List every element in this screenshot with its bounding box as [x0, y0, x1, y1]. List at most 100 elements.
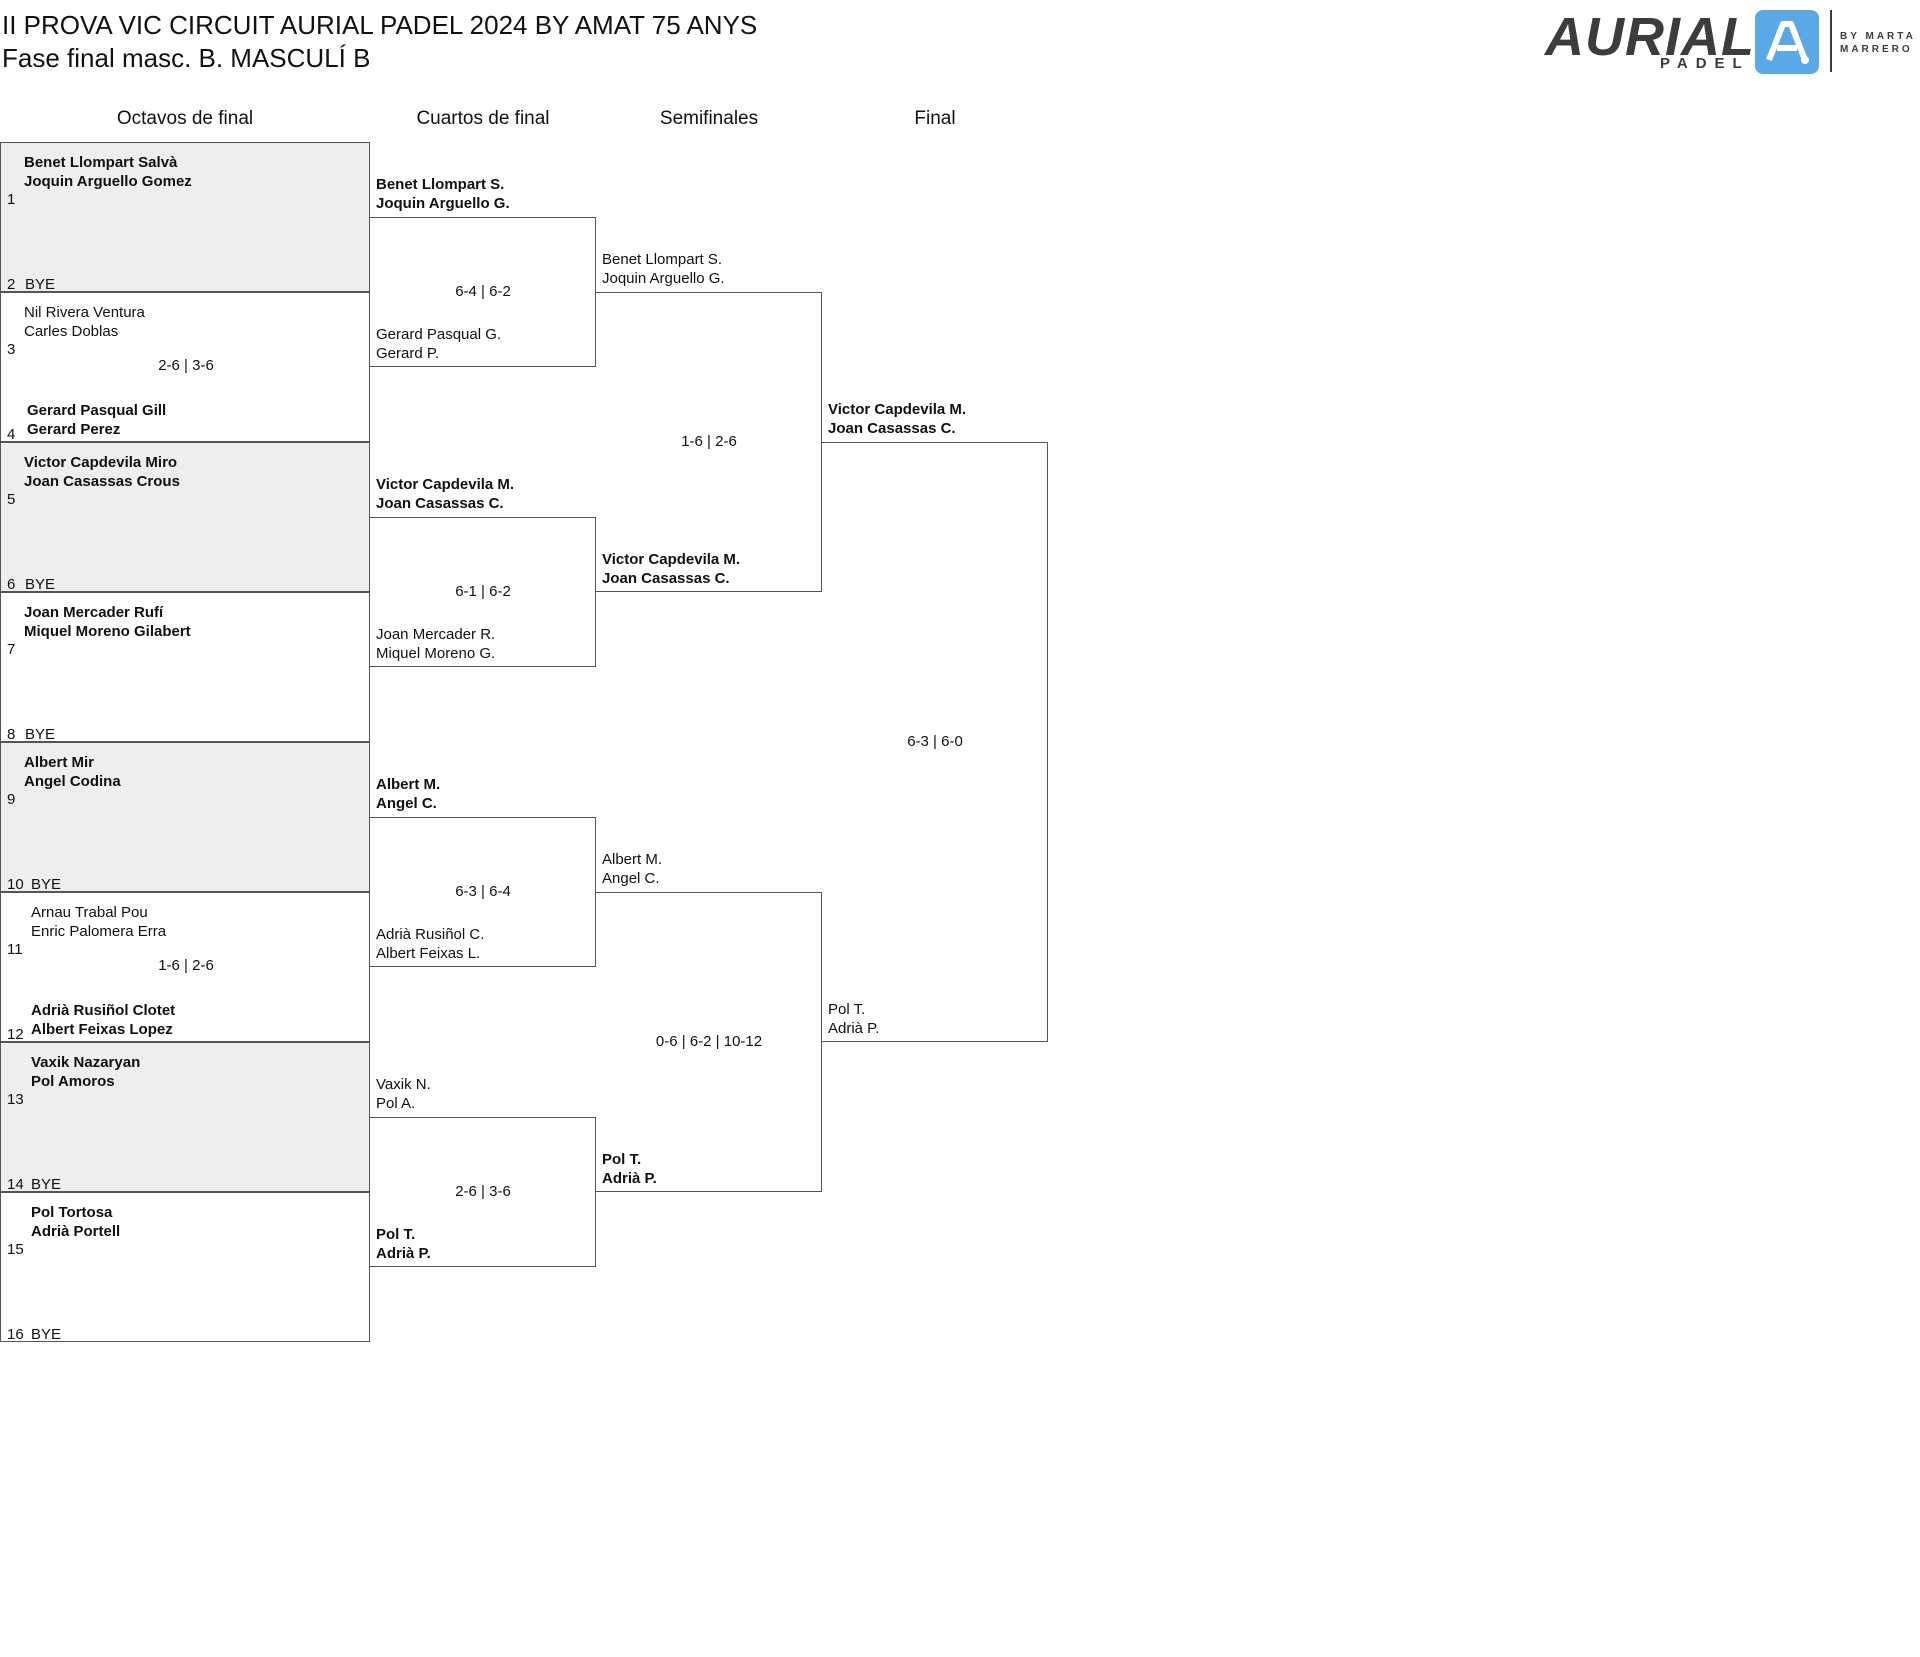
- team-a-player: Enric Palomera Erra: [31, 923, 167, 940]
- team-b: Gerard Pasqual G. Gerard P.: [376, 325, 501, 363]
- team-a-player: Pol Tortosa: [31, 1204, 113, 1221]
- team-a-player: Angel C.: [602, 870, 660, 887]
- team-b-player: Albert Feixas Lopez: [31, 1021, 173, 1038]
- bye-label: BYE: [31, 1326, 62, 1343]
- team-a-player: Benet Llompart Salvà: [24, 154, 178, 171]
- match-score: 0-6 | 6-2 | 10-12: [655, 1033, 763, 1050]
- team-b-player: Joan Casassas C.: [602, 570, 730, 587]
- match-score: 2-6 | 3-6: [158, 357, 214, 374]
- team-b-player: Adrià P.: [376, 1245, 431, 1262]
- logo-mark-icon: [1755, 10, 1819, 74]
- team-a-player: Albert M.: [602, 851, 663, 868]
- team-b-player: Joan Mercader R.: [376, 626, 496, 643]
- team-a: Victor Capdevila M.Joan Casassas C.: [376, 475, 514, 513]
- team-b-player: Gerard Pasqual G.: [376, 326, 502, 343]
- team-b: Pol T. Adrià P.: [602, 1150, 657, 1188]
- team-b: Pol T. Adrià P.: [376, 1225, 431, 1263]
- team-a-player: Vaxik Nazaryan: [31, 1054, 141, 1071]
- team-a-player: Arnau Trabal Pou: [31, 904, 148, 921]
- seed-number: 12: [7, 1026, 24, 1043]
- cuartos-match-box: [370, 517, 596, 667]
- seed-number: 3: [7, 341, 16, 358]
- seed-number: 8: [7, 726, 16, 743]
- match-score: 1-6 | 2-6: [158, 957, 214, 974]
- team-a-player: Joan Casassas C.: [376, 495, 504, 512]
- team-a-player: Miquel Moreno Gilabert: [24, 623, 191, 640]
- team-a-player: Pol Amoros: [31, 1073, 115, 1090]
- final-match-box: [822, 442, 1048, 1042]
- logo-by-line: BY MARTA MARRERO: [1840, 31, 1916, 55]
- semis-match-box: [596, 892, 822, 1192]
- team-a: Vaxik N.Pol A.: [376, 1075, 431, 1113]
- seed-number: 14: [7, 1176, 24, 1193]
- seed-number: 6: [7, 576, 16, 593]
- team-a-player: Joan Casassas Crous: [24, 473, 180, 490]
- team-a-player: Victor Capdevila Miro: [24, 454, 178, 471]
- aurial-padel-logo: AURIAL PADEL BY MARTA MARRERO: [1540, 7, 1920, 78]
- team-a-player: Benet Llompart S.: [602, 251, 723, 268]
- team-b-player: Gerard P.: [376, 345, 440, 362]
- match-score: 6-3 | 6-0: [907, 733, 963, 750]
- team-a-player: Carles Doblas: [24, 323, 119, 340]
- seed-number: 15: [7, 1241, 24, 1258]
- seed-number: 11: [7, 941, 23, 958]
- team-a: Albert M.Angel C.: [376, 775, 440, 813]
- team-a: Benet Llompart S. Joquin Arguello G.: [376, 175, 510, 213]
- team-a-player: Angel Codina: [24, 773, 121, 790]
- round-header-final: Final: [914, 108, 956, 129]
- team-b-player: Albert Feixas L.: [376, 945, 481, 962]
- team-a: Victor Capdevila M.Joan Casassas C.: [828, 400, 966, 438]
- team-b-player: Gerard Pasqual Gill: [27, 402, 167, 419]
- logo-separator: [1830, 10, 1832, 72]
- seed-number: 10: [7, 876, 24, 893]
- seed-number: 16: [7, 1326, 24, 1343]
- bye-label: BYE: [25, 576, 56, 593]
- match-score: 2-6 | 3-6: [455, 1183, 511, 1200]
- team-a-player: Joan Casassas C.: [828, 420, 956, 437]
- round-header-cuartos: Cuartos de final: [416, 108, 550, 129]
- team-b-player: Gerard Perez: [27, 421, 121, 438]
- seed-number: 4: [7, 426, 16, 443]
- team-b-player: Adrià P.: [828, 1020, 880, 1037]
- match-score: 6-4 | 6-2: [455, 283, 511, 300]
- seed-number: 9: [7, 791, 16, 808]
- team-b-player: Pol T.: [376, 1226, 416, 1243]
- team-b: Joan Mercader R.Miquel Moreno G.: [376, 625, 495, 663]
- team-b-player: Pol T.: [602, 1151, 642, 1168]
- team-b-player: Victor Capdevila M.: [602, 551, 741, 568]
- seed-number: 7: [7, 641, 16, 658]
- round-header-semifinales: Semifinales: [659, 108, 759, 129]
- team-b-player: Adrià Rusiñol Clotet: [31, 1002, 176, 1019]
- team-b-player: Pol T.: [828, 1001, 866, 1018]
- team-a-player: Nil Rivera Ventura: [24, 304, 145, 321]
- team-a: Benet Llompart S. Joquin Arguello G.: [602, 250, 725, 288]
- seed-number: 5: [7, 491, 16, 508]
- team-a-player: Adrià Portell: [31, 1223, 121, 1240]
- team-a-player: Joquin Arguello Gomez: [24, 173, 192, 190]
- cuartos-match-box: [370, 217, 596, 367]
- match-score: 6-3 | 6-4: [455, 883, 511, 900]
- team-a-player: Albert Mir: [24, 754, 95, 771]
- team-b-player: Adrià P.: [602, 1170, 657, 1187]
- team-a: Albert M. Angel C.: [602, 850, 662, 888]
- team-a-player: Vaxik N.: [376, 1076, 431, 1093]
- team-a-player: Benet Llompart S.: [376, 176, 505, 193]
- team-a-player: Joquin Arguello G.: [376, 195, 510, 212]
- bye-label: BYE: [25, 276, 56, 293]
- team-b: Adrià Rusiñol C.Albert Feixas L.: [376, 925, 484, 963]
- team-a-player: Joquin Arguello G.: [602, 270, 725, 287]
- bye-label: BYE: [31, 876, 62, 893]
